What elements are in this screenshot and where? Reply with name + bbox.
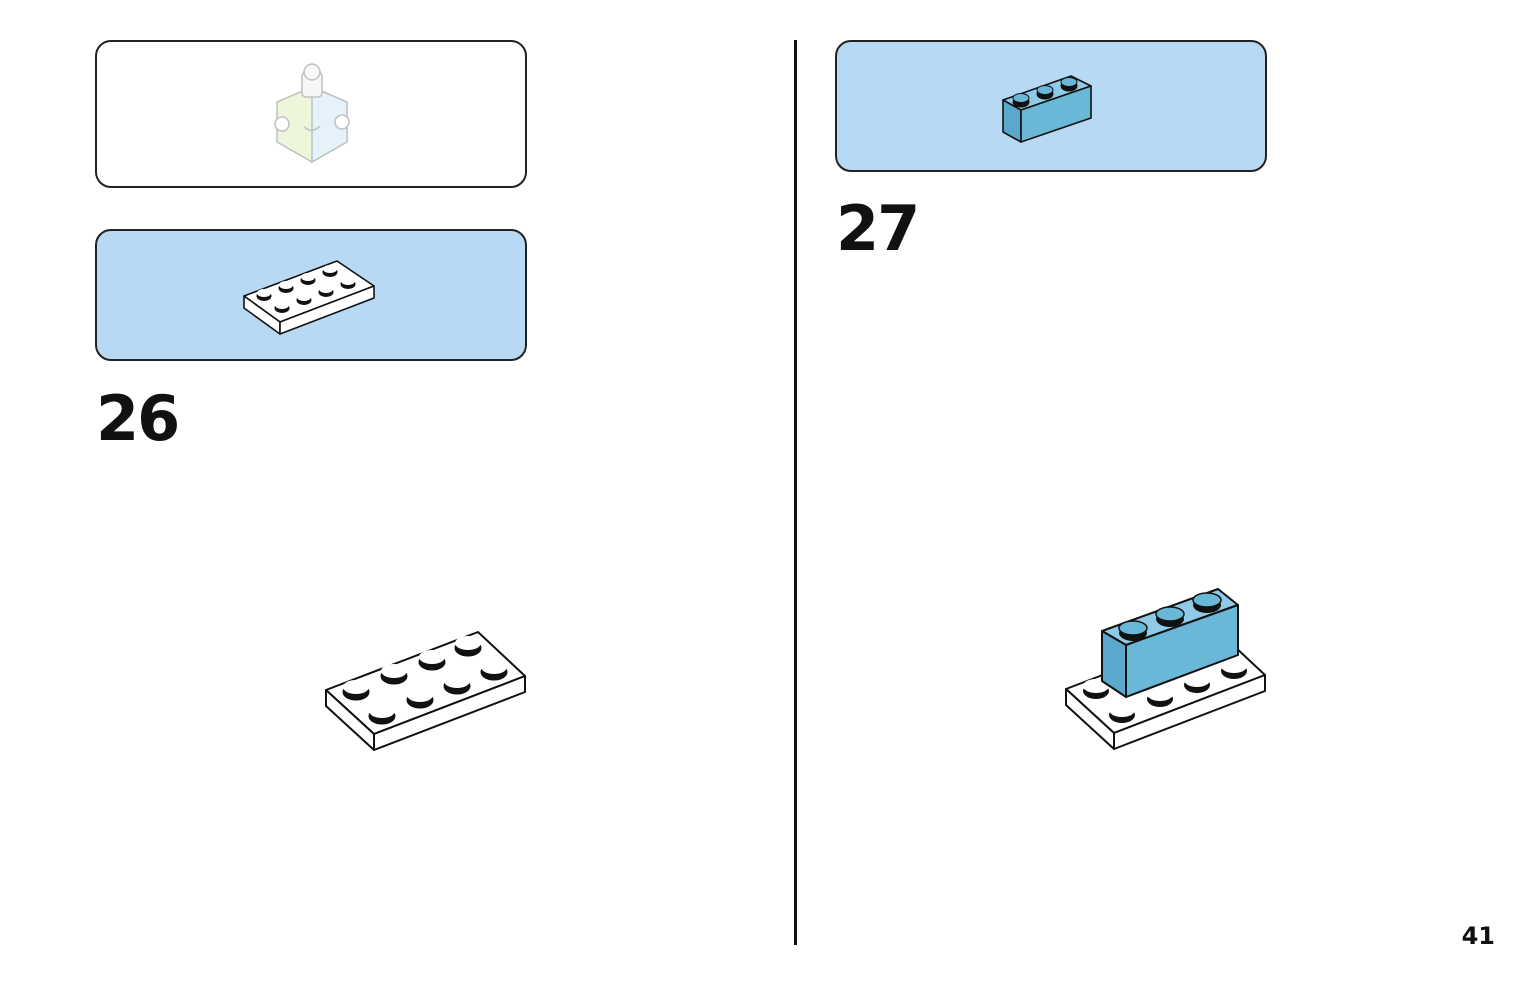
page-divider [794,40,797,945]
step-number-27: 27 [836,192,920,265]
step-number-26: 26 [96,382,180,455]
step-27-parts-panel [835,40,1267,172]
step-27-assembly-icon [1065,588,1266,750]
step-26-parts-panel [95,229,527,361]
plate-2x4-white-icon [243,260,375,335]
step-26-assembly-plate-icon [325,631,526,751]
brick-1x3-blue-icon [1002,75,1092,143]
page-number: 41 [1461,922,1495,950]
finished-model-preview-icon [274,63,350,164]
context-preview-panel [95,40,527,188]
